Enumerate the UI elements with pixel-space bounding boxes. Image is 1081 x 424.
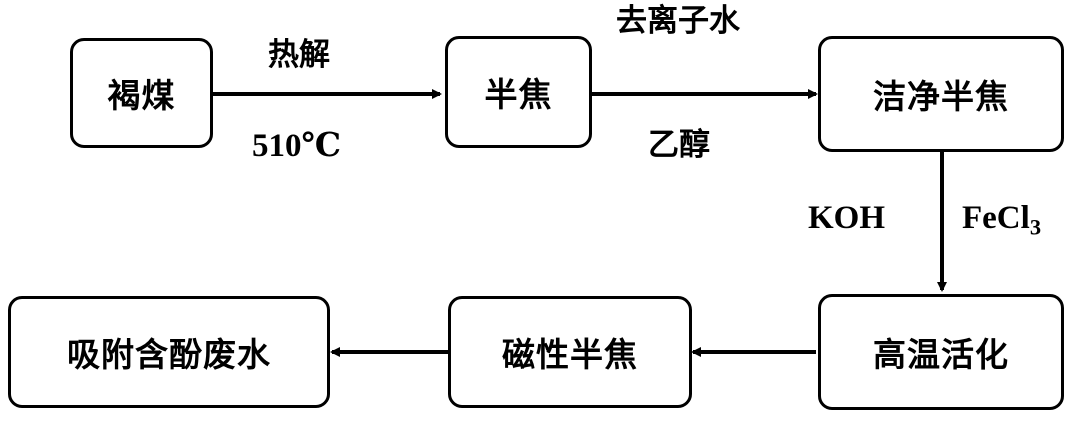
- label-fecl3-subscript: 3: [1029, 214, 1042, 240]
- node-lignite: 褐煤: [70, 38, 213, 148]
- label-koh: KOH: [808, 200, 886, 236]
- label-deionized-water: 去离子水: [616, 3, 740, 39]
- node-clean-semi-coke: 洁净半焦: [818, 36, 1064, 152]
- label-pyrolysis-temperature: 510℃: [252, 128, 342, 164]
- node-high-temp-activation: 高温活化: [818, 294, 1064, 410]
- label-ethanol: 乙醇: [648, 127, 710, 163]
- label-fecl3: FeCl3: [962, 202, 1041, 239]
- label-fecl3-base: FeCl: [962, 200, 1030, 236]
- node-semi-coke: 半焦: [445, 36, 592, 148]
- node-magnetic-semi-coke: 磁性半焦: [448, 296, 692, 408]
- node-adsorb-phenol-wastewater: 吸附含酚废水: [8, 296, 330, 408]
- label-pyrolysis: 热解: [268, 37, 330, 73]
